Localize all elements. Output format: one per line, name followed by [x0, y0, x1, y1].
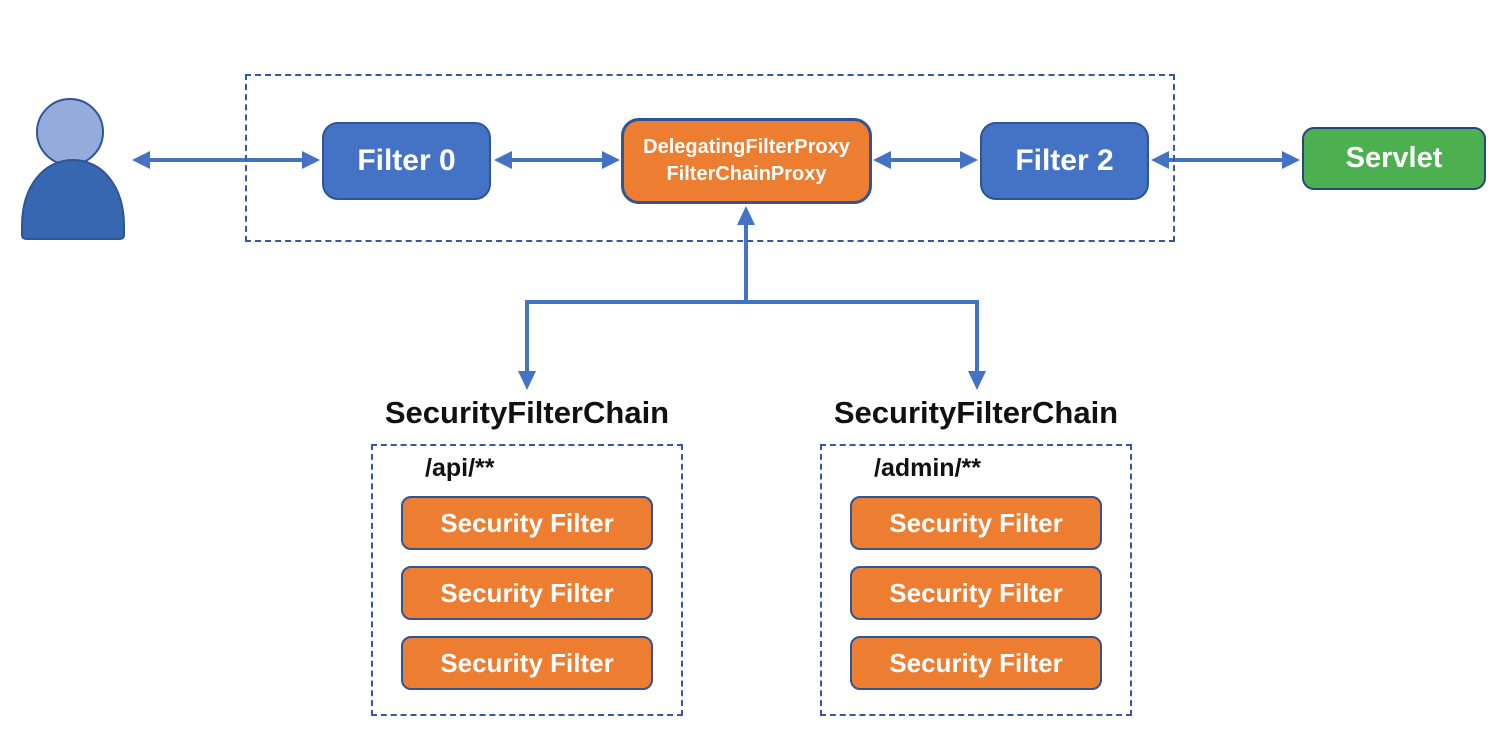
- security-filter-chain-box-left: /api/** Security Filter Security Filter …: [371, 444, 683, 716]
- url-pattern-api: /api/**: [425, 454, 495, 482]
- security-filter-box: Security Filter: [850, 636, 1102, 690]
- filter0-box: Filter 0: [322, 122, 491, 200]
- servlet-label: Servlet: [1345, 142, 1443, 174]
- user-person-icon: [17, 96, 129, 242]
- proxy-label-line2: FilterChainProxy: [666, 163, 827, 185]
- security-filter-box: Security Filter: [401, 636, 653, 690]
- filter0-label: Filter 0: [357, 144, 456, 177]
- security-filter-box: Security Filter: [850, 496, 1102, 550]
- security-filter-box: Security Filter: [401, 496, 653, 550]
- servlet-box: Servlet: [1302, 127, 1486, 190]
- security-filter-list-right: Security Filter Security Filter Security…: [822, 496, 1130, 690]
- filter-chain-container: [245, 74, 1175, 242]
- filter2-label: Filter 2: [1015, 144, 1114, 177]
- proxy-label-line1: DelegatingFilterProxy: [643, 136, 850, 158]
- security-filter-list-left: Security Filter Security Filter Security…: [373, 496, 681, 690]
- security-filter-chain-box-right: /admin/** Security Filter Security Filte…: [820, 444, 1132, 716]
- url-pattern-admin: /admin/**: [874, 454, 981, 482]
- security-filter-box: Security Filter: [850, 566, 1102, 620]
- person-icon: [21, 98, 125, 240]
- security-filter-box: Security Filter: [401, 566, 653, 620]
- security-filter-chain-title-left: SecurityFilterChain: [384, 395, 670, 430]
- filter2-box: Filter 2: [980, 122, 1149, 200]
- security-filter-chain-title-right: SecurityFilterChain: [833, 395, 1119, 430]
- delegating-filter-proxy-box: DelegatingFilterProxy FilterChainProxy: [621, 118, 872, 204]
